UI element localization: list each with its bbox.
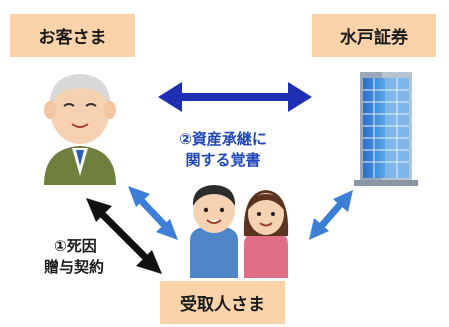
agreement-caption: ②資産承継に 関する覚書 (163, 129, 283, 171)
office-building-icon (354, 72, 418, 186)
gift-contract-caption-line2: 贈与契約 (44, 258, 105, 276)
elderly-man-icon (44, 74, 116, 185)
gift-contract-caption-line1: ①死因 (54, 237, 97, 255)
mito-securities-label: 水戸証券 (312, 14, 436, 57)
customer-label-text: お客さま (38, 28, 107, 48)
mito-recipient-double-arrow (309, 190, 353, 240)
agreement-caption-line2: 関する覚書 (185, 151, 261, 169)
agreement-double-arrow (158, 82, 312, 112)
customer-recipient-double-arrow (128, 186, 178, 240)
mito-securities-label-text: 水戸証券 (340, 28, 408, 48)
recipient-label: 受取人さま (160, 281, 285, 324)
agreement-caption-line1: ②資産承継に (179, 130, 267, 148)
couple-icon (190, 185, 289, 278)
gift-contract-double-arrow (86, 198, 162, 274)
gift-contract-caption: ①死因 贈与契約 (44, 236, 104, 278)
recipient-label-text: 受取人さま (180, 295, 265, 315)
customer-label: お客さま (10, 14, 135, 57)
